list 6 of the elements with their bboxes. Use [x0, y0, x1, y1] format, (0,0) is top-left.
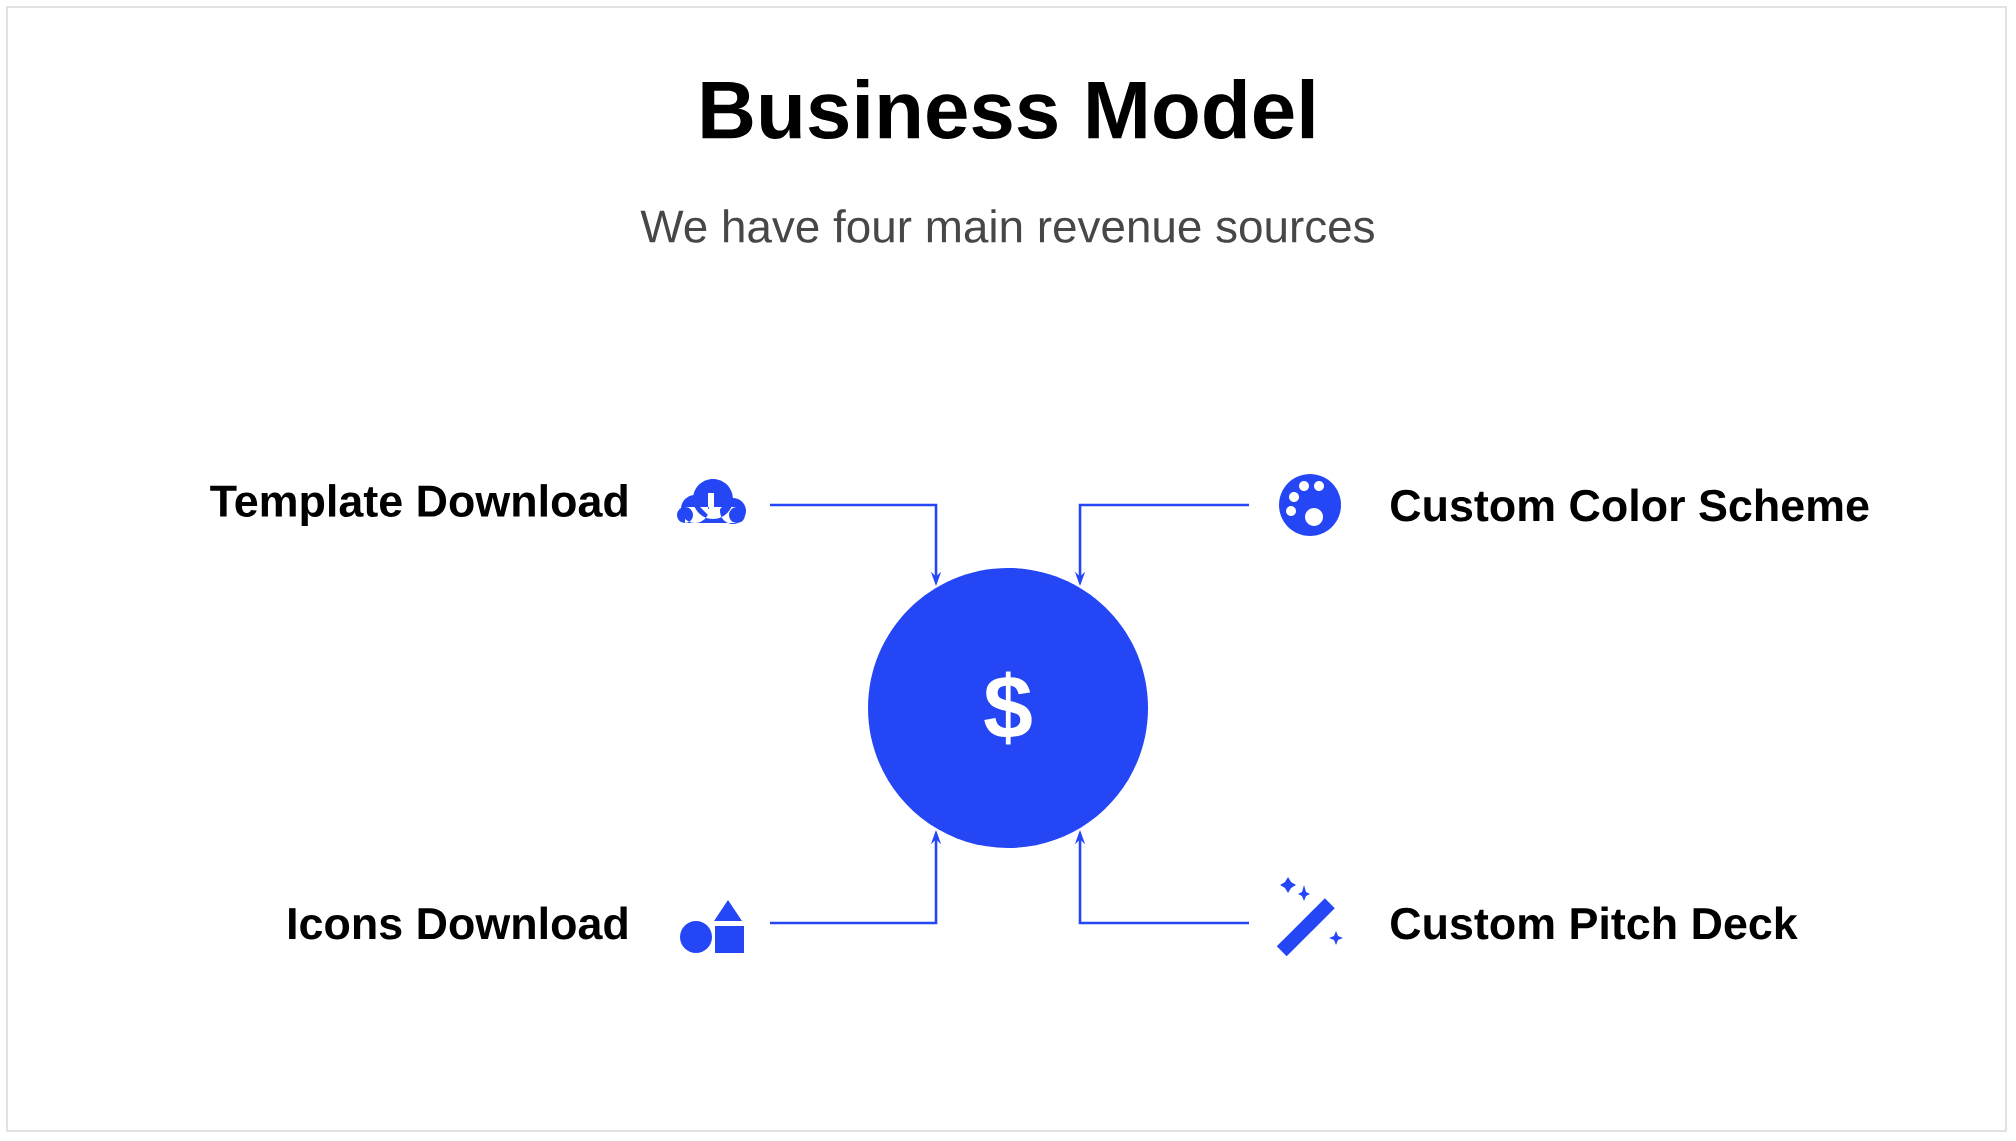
- source-label: Custom Color Scheme: [1391, 488, 1869, 522]
- source-label: Icons Download: [289, 906, 627, 940]
- source-label: Template Download: [210, 484, 627, 526]
- title: Business Model: [702, 79, 1314, 139]
- subtitle: We have four main revenue sources: [640, 209, 1374, 243]
- source-label: Custom Pitch Deck: [1391, 906, 1798, 940]
